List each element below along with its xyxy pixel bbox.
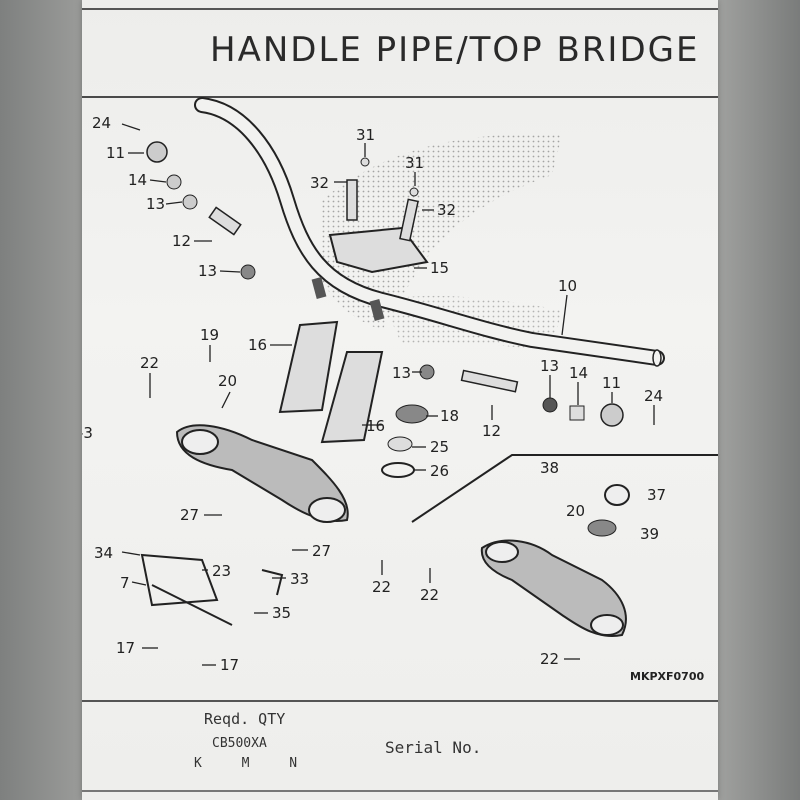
reqd-qty-label: Reqd. QTY [204, 710, 286, 728]
washer-18 [395, 404, 429, 424]
cap-31-left [360, 157, 370, 167]
part-37 [604, 484, 630, 506]
variant-columns: K M N [194, 756, 298, 771]
callout-11-b: 11 [602, 374, 621, 392]
part-39 [587, 519, 617, 537]
callout-24: 24 [92, 114, 111, 132]
parts-catalog-page: HANDLE PIPE/TOP BRIDGE [82, 0, 718, 800]
nut-14-left [166, 174, 182, 190]
exploded-parts-diagram: 24 11 14 13 12 13 31 32 31 32 15 10 19 1… [82, 97, 718, 683]
callout-34: 34 [94, 544, 113, 562]
nut-13-right [419, 364, 435, 380]
callout-23: 23 [212, 562, 231, 580]
callout-20-b: 20 [566, 502, 585, 520]
footer-bottom-rule [82, 790, 718, 792]
clamp-7 [151, 584, 233, 626]
callout-16: 16 [248, 336, 267, 354]
callout-25: 25 [430, 438, 449, 456]
callout-14: 14 [128, 171, 147, 189]
callout-22-d: 22 [540, 650, 559, 668]
callout-17-b: 17 [220, 656, 239, 674]
alt-bore-left [485, 541, 519, 563]
alt-bore-right [590, 614, 624, 636]
callout-32: 32 [310, 174, 329, 192]
callout-13-d: 13 [540, 357, 559, 375]
nut-13-left-b [240, 264, 256, 280]
callout-38: 38 [540, 459, 559, 477]
bridge-bore-left [181, 429, 219, 455]
callout-31-b: 31 [405, 154, 424, 172]
footer-table: Reqd. QTY CB500XA K M N Serial No. [82, 700, 718, 800]
callout-20: 20 [218, 372, 237, 390]
callout-3: -3 [82, 424, 93, 442]
page-title: HANDLE PIPE/TOP BRIDGE [210, 30, 700, 70]
callout-16-b: 16 [366, 417, 385, 435]
callout-35: 35 [272, 604, 291, 622]
cap-31-right [409, 187, 419, 197]
end-weight-right [600, 403, 624, 427]
washer-26 [381, 462, 415, 478]
top-bridge [175, 424, 349, 522]
end-weight-left [146, 141, 168, 163]
bracket-33 [261, 569, 284, 596]
callout-18: 18 [440, 407, 459, 425]
shading-stipple [322, 134, 562, 330]
handle-pipe-inner [196, 99, 663, 364]
weight-pipe-left [208, 206, 242, 236]
callout-33: 33 [290, 570, 309, 588]
callout-22-b: 22 [372, 578, 391, 596]
holder-bolt-left [346, 179, 358, 221]
callout-14-b: 14 [569, 364, 588, 382]
callout-12: 12 [172, 232, 191, 250]
diagram-code: MKPXF0700 [630, 670, 704, 683]
header-band: HANDLE PIPE/TOP BRIDGE [82, 0, 718, 98]
nut-13-left [182, 194, 198, 210]
callout-22: 22 [140, 354, 159, 372]
callout-15: 15 [430, 259, 449, 277]
callout-10: 10 [558, 277, 577, 295]
inset-box-outline [411, 454, 718, 523]
callout-19: 19 [200, 326, 219, 344]
callout-26: 26 [430, 462, 449, 480]
model-label: CB500XA [212, 736, 267, 751]
callout-24-b: 24 [644, 387, 663, 405]
callout-32-b: 32 [437, 201, 456, 219]
callout-37: 37 [647, 486, 666, 504]
callout-22-c: 22 [420, 586, 439, 604]
callout-13: 13 [146, 195, 165, 213]
callout-12-b: 12 [482, 422, 501, 440]
callout-17: 17 [116, 639, 135, 657]
callout-11: 11 [106, 144, 125, 162]
callout-27-b: 27 [312, 542, 331, 560]
bridge-bore-right [308, 497, 346, 523]
callout-13-b: 13 [198, 262, 217, 280]
callout-27: 27 [180, 506, 199, 524]
holder-bolt-right [399, 198, 419, 242]
leader-lines [121, 123, 655, 666]
part-14-right [569, 405, 585, 421]
pipe-knurl-right [369, 299, 385, 321]
riser-right [320, 351, 384, 444]
callout-39: 39 [640, 525, 659, 543]
serial-label: Serial No. [385, 738, 482, 757]
top-bridge-alt [480, 539, 627, 637]
pipe-end [652, 349, 662, 367]
callout-13-c: 13 [392, 364, 411, 382]
nut-13-right-b [542, 397, 558, 413]
callout-7: 7 [120, 574, 130, 592]
header-top-rule [82, 8, 718, 10]
weight-pipe-right [460, 369, 519, 393]
riser-left [278, 320, 339, 414]
callout-31: 31 [356, 126, 375, 144]
bracket-34 [140, 553, 219, 607]
nut-25 [387, 436, 413, 452]
